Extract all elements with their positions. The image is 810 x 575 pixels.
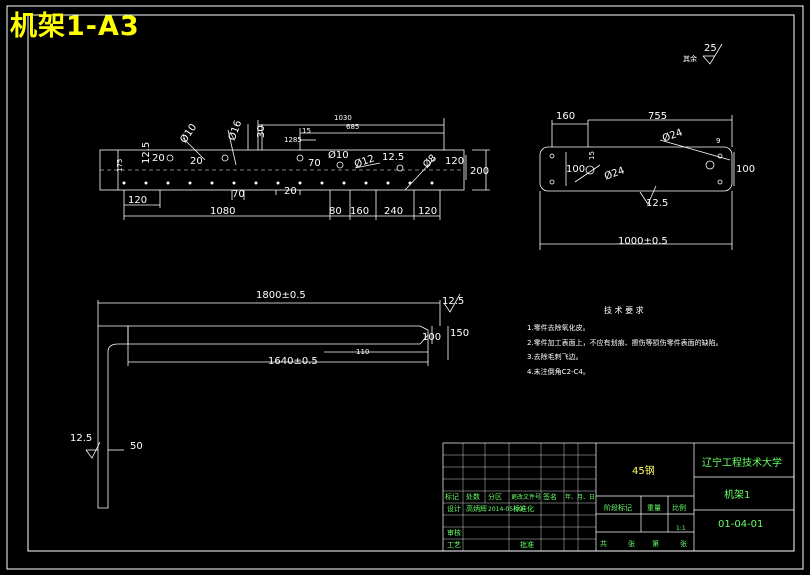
- view3-bracket: [85, 293, 461, 509]
- dim-d10b: Ø10: [328, 149, 349, 161]
- dim-150: 150: [450, 328, 469, 339]
- dim-160b: 160: [556, 111, 575, 122]
- view1-front: [99, 118, 490, 220]
- hdr-zone: 分区: [488, 492, 502, 501]
- dim-200: 200: [470, 166, 489, 177]
- note-4: 4.未注倒角C2-C4。: [527, 367, 590, 376]
- dim-12-5b: 12.5: [382, 152, 404, 163]
- dim-12-5e: 12.5: [70, 433, 92, 444]
- scale-value: 1:1: [676, 525, 686, 532]
- view1-dims: 1030 685 30 15 1285 Ø16 Ø10 12.5 175 20 …: [116, 114, 489, 217]
- dim-240: 240: [384, 206, 403, 217]
- dim-9: 9: [716, 137, 720, 145]
- roughness-value: 25: [704, 43, 717, 54]
- note-1: 1.零件去除氧化皮。: [527, 323, 590, 332]
- dim-12-5a: 12.5: [141, 142, 152, 164]
- drawing-title: 机架1-A3: [10, 11, 140, 42]
- dim-1030: 1030: [334, 114, 352, 122]
- dim-30: 30: [256, 125, 267, 138]
- dim-100c: 100: [422, 332, 441, 343]
- dim-d10: Ø10: [178, 122, 200, 146]
- hdr-approve: 批准: [520, 540, 534, 549]
- hdr-total: 共: [600, 539, 607, 548]
- dim-1640: 1640±0.5: [268, 356, 318, 367]
- view2-plate: [539, 115, 735, 250]
- dim-15: 15: [302, 127, 311, 135]
- hdr-doc: 更改文件号: [511, 493, 541, 501]
- title-block: [442, 442, 795, 552]
- dim-d8: Ø8: [420, 152, 439, 171]
- hdr-mark: 标记: [445, 492, 459, 501]
- dim-175: 175: [116, 159, 124, 172]
- dim-70a: 70: [308, 158, 321, 169]
- dim-120a: 120: [128, 195, 147, 206]
- drawing-frame: [27, 14, 795, 552]
- hdr-ratio: 比例: [672, 503, 686, 512]
- hdr-weight: 重量: [647, 504, 661, 512]
- designer-name: 高炳辉: [466, 504, 487, 513]
- design-date: 2014-05-09: [488, 506, 523, 513]
- dim-100a: 100: [566, 164, 585, 175]
- roughness-symbol: 其余 25: [683, 43, 723, 65]
- hdr-sheet-1: 张: [628, 539, 635, 548]
- hdr-std: 标准化: [513, 504, 534, 513]
- hdr-review: 审核: [447, 528, 461, 537]
- notes-heading: 技 术 要 求: [604, 305, 644, 315]
- hdr-sheet-2: 张: [680, 539, 687, 548]
- view3-dims: 1800±0.5 12.5 150 100 110 1640±0.5 12.5 …: [70, 290, 469, 452]
- dim-70b: 70: [232, 189, 245, 200]
- dim-12-5d: 12.5: [442, 296, 464, 307]
- hdr-design: 设计: [447, 504, 461, 513]
- dim-d12: Ø12: [353, 152, 376, 170]
- dim-20c: 20: [284, 186, 297, 197]
- view2-dims: 160 755 Ø24 9 15 100 Ø24 100 12.5 1000±0…: [556, 111, 755, 247]
- dim-110: 110: [356, 348, 369, 356]
- material: 45钢: [632, 464, 655, 477]
- dim-120-right: 120: [445, 156, 464, 167]
- note-2: 2.零件加工表面上，不应有划痕、擦伤等损伤零件表面的缺陷。: [527, 338, 723, 347]
- dim-1000: 1000±0.5: [618, 236, 668, 247]
- dim-100b: 100: [736, 164, 755, 175]
- dim-80: 80: [329, 206, 342, 217]
- drawing-number: 01-04-01: [718, 519, 763, 530]
- outer-border: [6, 5, 804, 570]
- school-name: 辽宁工程技术大学: [702, 456, 782, 469]
- hdr-nth: 第: [652, 539, 659, 548]
- dim-12-5c: 12.5: [646, 198, 668, 209]
- dim-20a: 20: [152, 153, 165, 164]
- roughness-label: 其余: [683, 54, 697, 63]
- title-block-text: 45钢 辽宁工程技术大学 机架1 01-04-01 1:1 标记 处数 分区 更…: [445, 456, 782, 549]
- dim-755: 755: [648, 111, 667, 122]
- dim-d16: Ø16: [226, 119, 244, 142]
- hdr-count: 处数: [466, 492, 480, 501]
- hdr-date: 年、月、日: [565, 493, 595, 501]
- dim-160a: 160: [350, 206, 369, 217]
- hdr-stage: 阶段标记: [604, 503, 632, 512]
- dim-120b: 120: [418, 206, 437, 217]
- dim-685: 685: [346, 123, 359, 131]
- dim-1285: 1285: [284, 136, 302, 144]
- dim-1800: 1800±0.5: [256, 290, 306, 301]
- dim-1080: 1080: [210, 206, 235, 217]
- note-3: 3.去除毛刺飞边。: [527, 352, 583, 361]
- hdr-sign: 签名: [543, 492, 557, 501]
- part-name: 机架1: [724, 488, 750, 501]
- dim-20b: 20: [190, 156, 203, 167]
- hdr-craft: 工艺: [447, 541, 461, 549]
- dim-d24a: Ø24: [661, 126, 684, 144]
- dim-d24b: Ø24: [603, 164, 626, 182]
- dim-50: 50: [130, 441, 143, 452]
- dim-15b: 15: [588, 151, 596, 160]
- technical-requirements: 技 术 要 求 1.零件去除氧化皮。 2.零件加工表面上，不应有划痕、擦伤等损伤…: [527, 305, 723, 376]
